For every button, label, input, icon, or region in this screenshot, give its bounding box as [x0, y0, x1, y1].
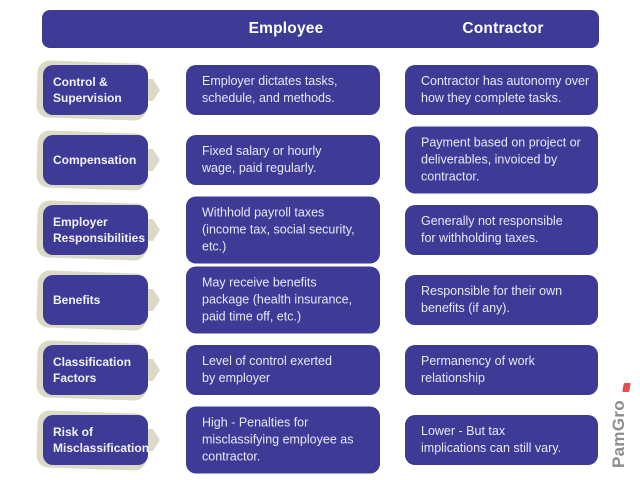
row-label: Benefits — [43, 275, 148, 325]
row-label-wrap: Classification Factors — [36, 340, 160, 401]
contractor-column-header: Contractor — [462, 20, 544, 37]
comparison-rows: Control & Supervision Employer dictates … — [0, 55, 640, 475]
row-label-wrap: Employer Responsibilities — [36, 200, 160, 261]
row-label: Control & Supervision — [43, 65, 148, 115]
row-benefits: Benefits May receive benefits package (h… — [0, 265, 640, 335]
employee-cell: High - Penalties for misclassifying empl… — [186, 406, 380, 474]
contractor-cell: Payment based on project or deliverables… — [405, 126, 598, 194]
employee-cell: Employer dictates tasks, schedule, and m… — [186, 65, 380, 115]
header-bar: Employee Contractor — [42, 10, 599, 48]
contractor-cell: Generally not responsible for withholdin… — [405, 205, 598, 255]
row-label-wrap: Benefits — [36, 270, 160, 331]
employee-cell: May receive benefits package (health ins… — [186, 266, 380, 334]
row-label-wrap: Control & Supervision — [36, 60, 160, 121]
logo-red-accent-icon — [622, 383, 631, 392]
row-classification-factors: Classification Factors Level of control … — [0, 335, 640, 405]
row-compensation: Compensation Fixed salary or hourly wage… — [0, 125, 640, 195]
row-control-supervision: Control & Supervision Employer dictates … — [0, 55, 640, 125]
arrow-right-icon — [146, 219, 160, 241]
row-label: Risk of Misclassification — [43, 415, 149, 465]
logo-text: PamGro — [609, 399, 628, 468]
arrow-right-icon — [146, 149, 160, 171]
row-label: Classification Factors — [43, 345, 148, 395]
employee-cell: Level of control exerted by employer — [186, 345, 380, 395]
row-label-wrap: Compensation — [36, 130, 160, 191]
employee-column-header: Employee — [248, 20, 324, 37]
contractor-cell: Contractor has autonomy over how they co… — [405, 65, 598, 115]
row-label: Employer Responsibilities — [43, 205, 148, 255]
arrow-right-icon — [146, 359, 160, 381]
contractor-cell: Responsible for their own benefits (if a… — [405, 275, 598, 325]
row-label-wrap: Risk of Misclassification — [36, 410, 160, 471]
contractor-cell: Lower - But tax implications can still v… — [405, 415, 598, 465]
arrow-right-icon — [146, 79, 160, 101]
row-employer-responsibilities: Employer Responsibilities Withhold payro… — [0, 195, 640, 265]
row-risk-of-misclassification: Risk of Misclassification High - Penalti… — [0, 405, 640, 475]
employee-cell: Fixed salary or hourly wage, paid regula… — [186, 135, 380, 185]
contractor-cell: Permanency of work relationship — [405, 345, 598, 395]
pamgro-logo: PamGro — [602, 382, 636, 476]
employee-cell: Withhold payroll taxes (income tax, soci… — [186, 196, 380, 264]
arrow-right-icon — [146, 289, 160, 311]
row-label: Compensation — [43, 135, 148, 185]
arrow-right-icon — [146, 429, 160, 451]
